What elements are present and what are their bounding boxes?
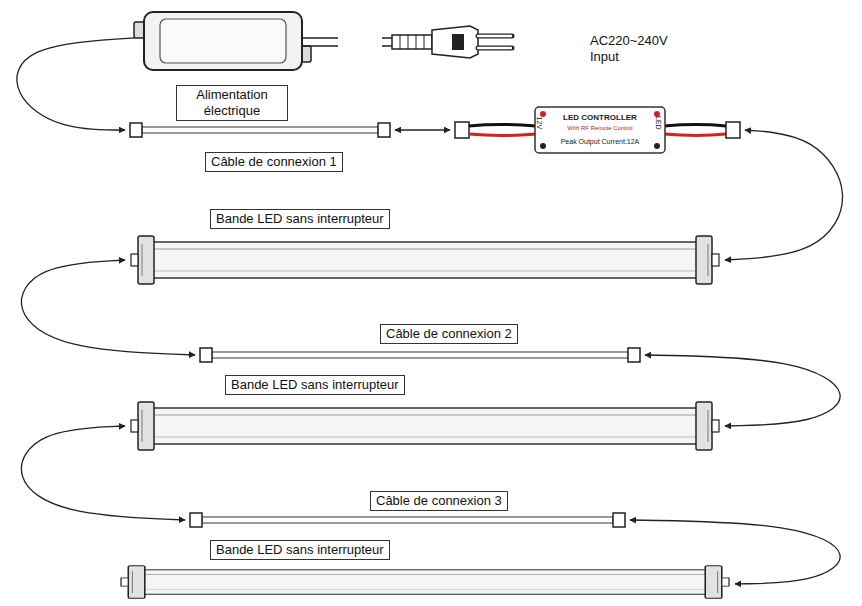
part-node: Alimentation électrique [140,10,304,72]
connector-arrow [17,38,135,130]
led-strip [121,566,729,599]
part-node: Câble de connexion 1 [130,122,390,138]
part-label: Câble de connexion 2 [380,324,518,344]
part-node: Bande LED sans interrupteur [130,232,720,288]
connector-arrow [395,129,450,130]
led-controller [455,107,740,153]
led-strip [131,236,719,284]
connection-cable [190,513,625,527]
connection-cable [130,123,390,137]
controller-text: 12V [535,117,543,129]
led-strip [131,402,719,450]
part-node: 12V LED CONTROLLER With RF Remote ControlP… [455,105,740,155]
connector-arrow [630,520,840,584]
part-label: Câble de connexion 3 [370,491,508,511]
part-node: Bande LED sans interrupteur [130,398,720,454]
mains-plug [382,26,512,58]
controller-text: LED CONTROLLER [563,114,637,123]
part-node: Câble de connexion 2 [200,347,640,363]
controller-text: With RF Remote Control [567,125,632,132]
part-label: Alimentation électrique [176,85,288,121]
voltage-label: AC220~240V Input [590,33,676,65]
connector-arrow [21,260,195,355]
connection-cable [200,348,640,362]
part-label: Bande LED sans interrupteur [210,540,390,560]
connector-arrow [21,426,185,520]
power-supply [134,12,338,70]
controller-text: LED [654,116,662,130]
controller-text: Peak Output Current:12A [561,138,640,146]
part-label: Bande LED sans interrupteur [210,209,390,229]
part-label: Câble de connexion 1 [205,152,343,172]
part-node: Câble de connexion 3 [190,512,625,528]
connector-arrow [725,130,843,260]
part-node: Bande LED sans interrupteur [120,563,730,601]
connector-arrow [645,355,840,426]
part-label: Bande LED sans interrupteur [225,375,405,395]
